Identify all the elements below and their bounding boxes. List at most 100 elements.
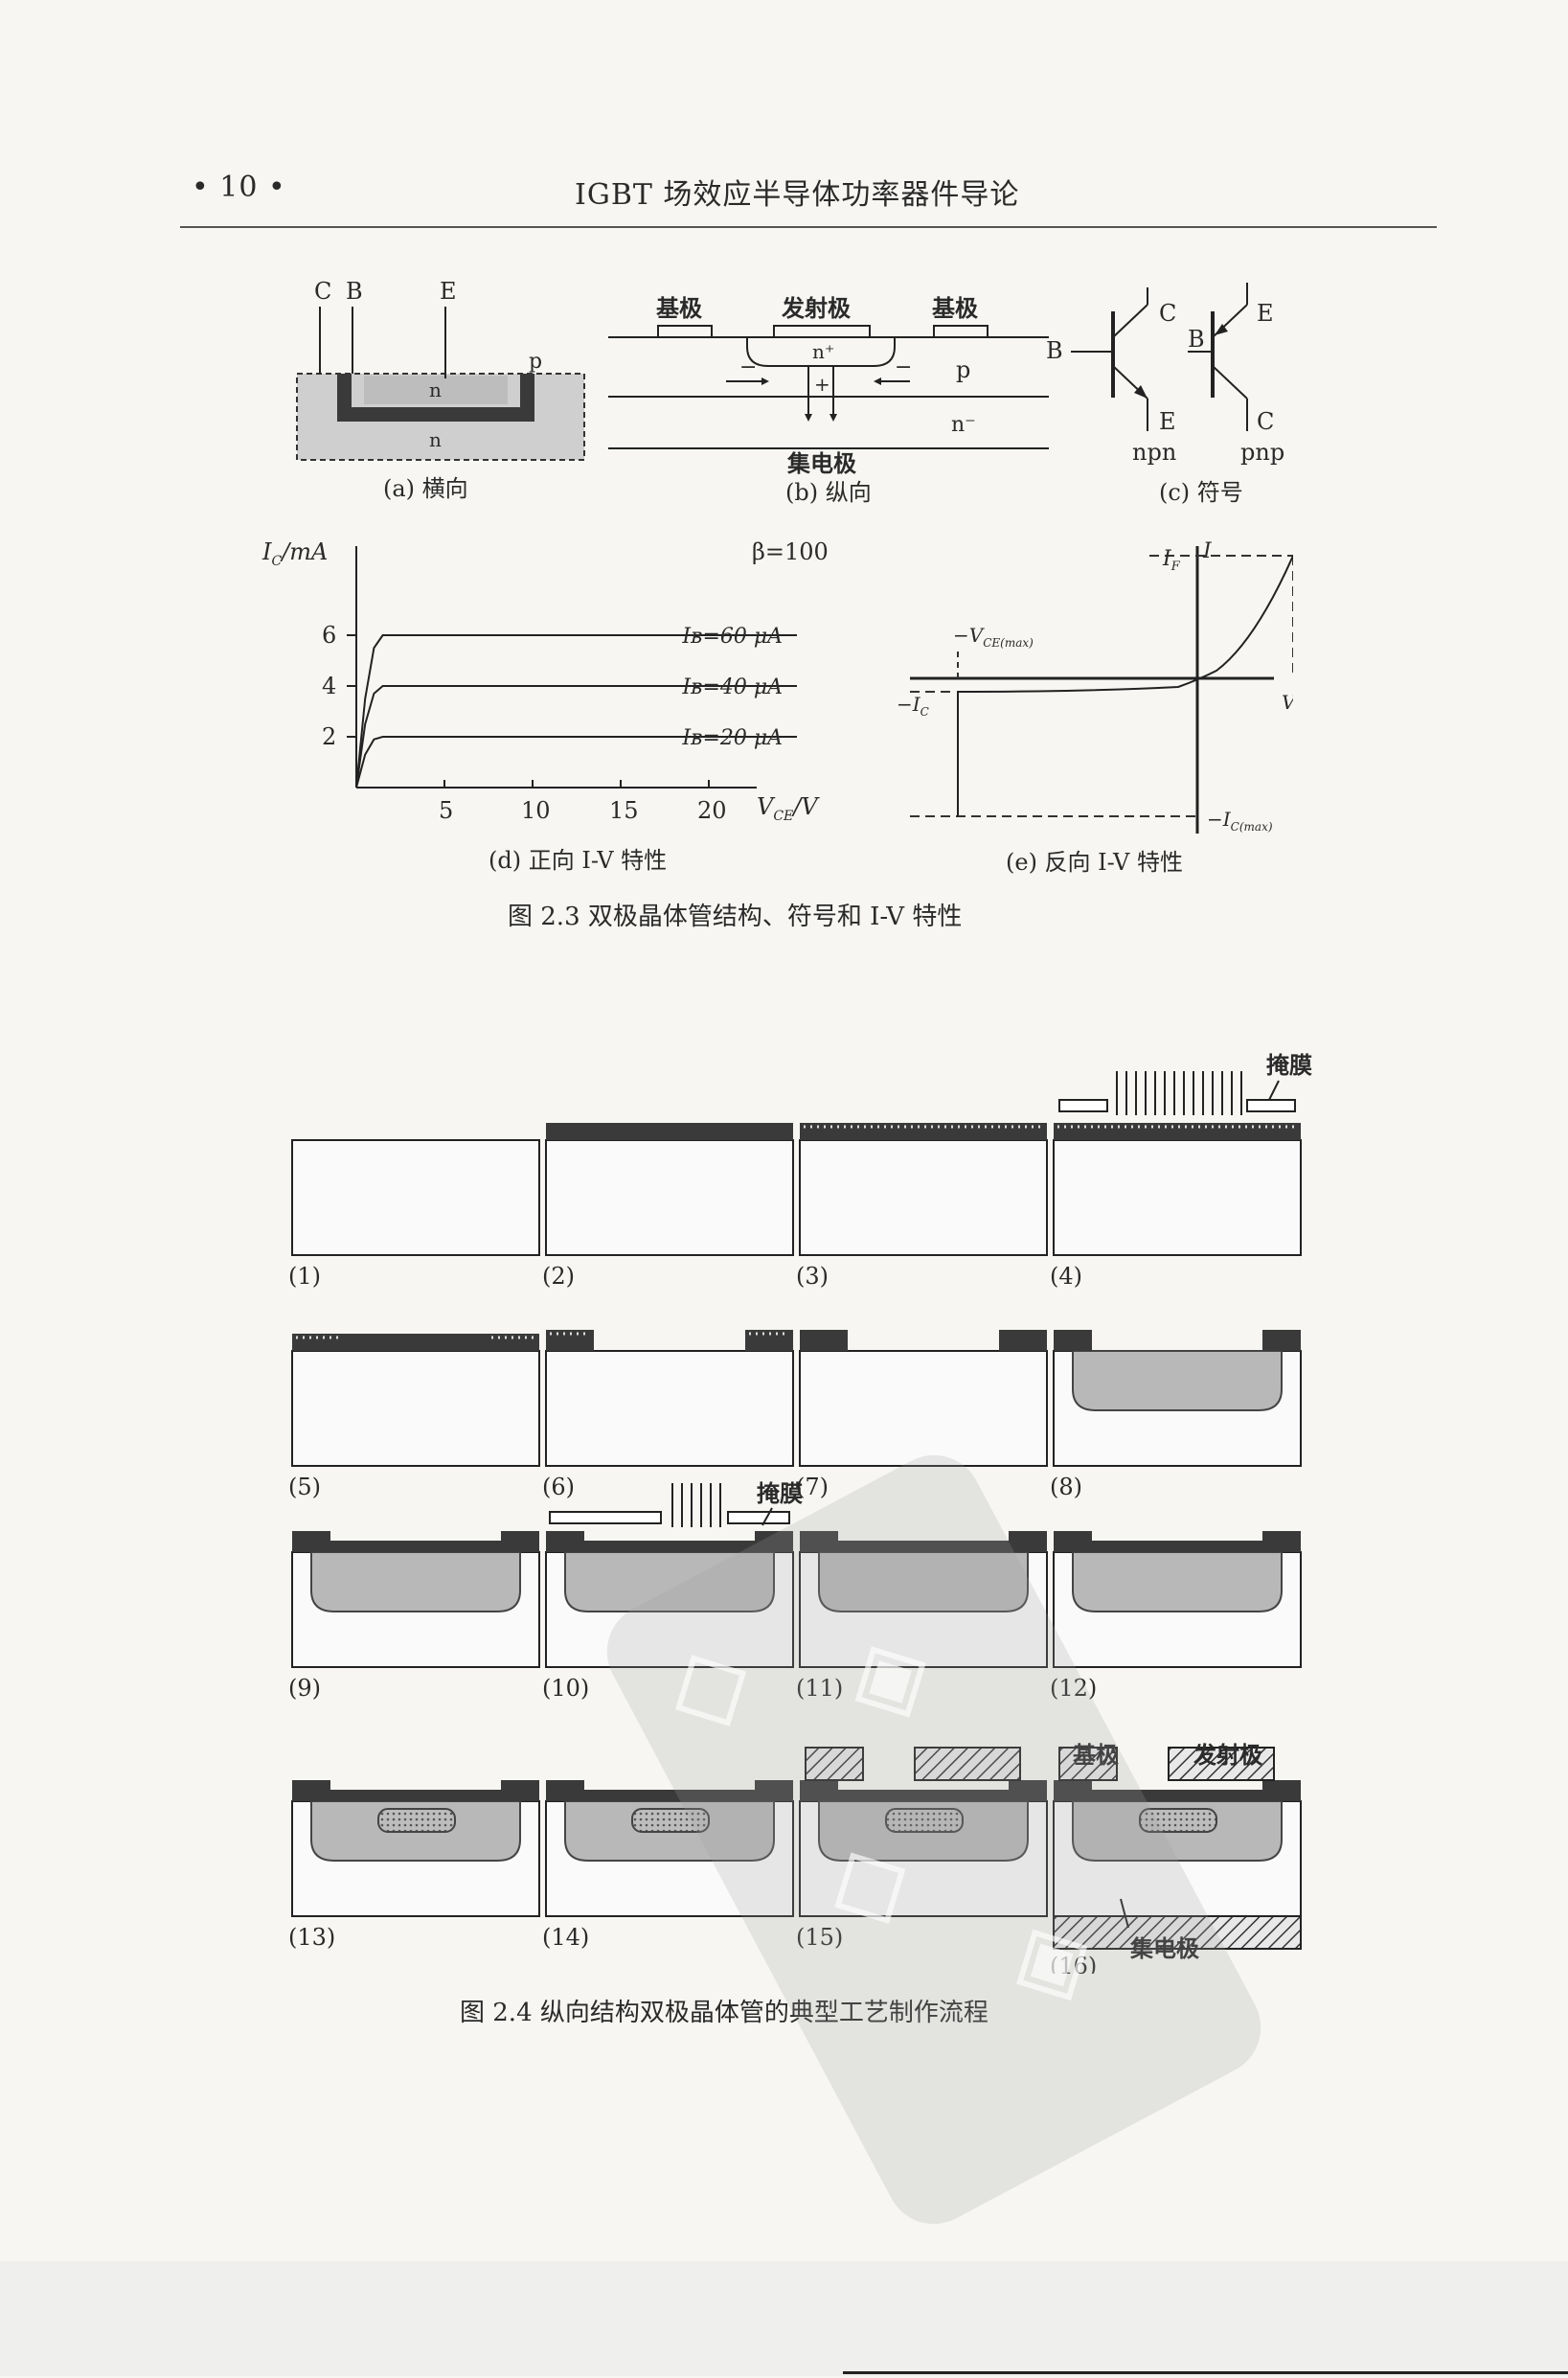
oxide-layer [800, 1123, 1047, 1140]
collector-metal-contact [1053, 1915, 1302, 1950]
oxide-step-left [1054, 1531, 1092, 1552]
wafer-substrate [799, 1350, 1048, 1467]
base-diffusion [818, 1551, 1029, 1612]
book-title: IGBT 场效应半导体功率器件导论 [575, 178, 1020, 212]
series-label-2: Iʙ=20 μA [681, 726, 783, 750]
page-number: • 10 • [192, 171, 286, 204]
oxide-step-left [800, 1531, 838, 1552]
chart-d-ylabel: IC/mA [261, 538, 328, 569]
lateral-label-e: E [440, 278, 457, 305]
oxide-regrowth [1092, 1790, 1262, 1801]
mask-label-1: 掩膜 [1266, 1051, 1312, 1079]
vertical-base-left-label: 基极 [656, 294, 702, 322]
oxide-regrowth [330, 1541, 501, 1552]
step-label: (1) [288, 1263, 321, 1290]
figure-2-4-caption: 图 2.4 纵向结构双极晶体管的典型工艺制作流程 [460, 1999, 989, 2027]
npn-c-label: C [1159, 300, 1176, 327]
wafer-substrate [799, 1139, 1048, 1256]
chart-e-label-if: IF [1162, 547, 1181, 574]
caption-b: (b) 纵向 [785, 479, 872, 506]
wafer-substrate [1053, 1139, 1302, 1256]
pnp-e-label: E [1257, 300, 1274, 327]
base-diffusion [310, 1551, 521, 1612]
y-tick-label: 2 [322, 723, 336, 750]
series-line-1 [355, 685, 797, 789]
step-label: (5) [288, 1474, 321, 1500]
lateral-label-c: C [314, 278, 331, 305]
oxide-step-left [800, 1780, 838, 1801]
pnp-c-label: C [1257, 408, 1274, 435]
figure-c-symbols: B C E npn B E C pnp (c) 符号 [1046, 283, 1284, 506]
vertical-plus: + [814, 373, 830, 396]
vertical-collector-label: 集电极 [786, 449, 856, 477]
lateral-label-n-substrate: n [429, 428, 442, 451]
step-label: (15) [796, 1924, 843, 1951]
lateral-label-p: p [529, 350, 542, 374]
mask-label-2: 掩膜 [757, 1479, 803, 1507]
chart-e-label-ic: −IC [897, 693, 929, 719]
oxide-step-left [292, 1780, 330, 1801]
base-diffusion [564, 1551, 775, 1612]
oxide-step-right [755, 1531, 793, 1552]
page-bottom-band [0, 2261, 1568, 2376]
x-tick-label: 20 [697, 797, 727, 824]
figure-2-4-process-flow: (1)(2)(3)(4)(5)(6)(7)(8)(9)(10)(11)(12)(… [288, 1051, 1312, 1974]
chart-e-label-icmax: −IC(max) [1207, 808, 1273, 834]
oxide-window-right [999, 1330, 1047, 1351]
npn-e-label: E [1159, 408, 1176, 435]
oxide-regrowth [584, 1790, 755, 1801]
vertical-base-right-label: 基极 [932, 294, 978, 322]
base-diffusion [1072, 1551, 1283, 1612]
oxide-step-right [1009, 1531, 1047, 1552]
oxide-step-left [1054, 1330, 1092, 1351]
base-metal-contact [805, 1747, 864, 1781]
chart-e-curve [957, 555, 1293, 816]
oxide-regrowth [330, 1790, 501, 1801]
oxide-layer [1054, 1123, 1301, 1140]
oxide-regrowth [584, 1541, 755, 1552]
step-label: (14) [542, 1924, 589, 1951]
base-diffusion [1072, 1350, 1283, 1411]
chart-reverse-iv: IF I −VCE(max) −IC VF −IC(max) (e) 反向 I-… [897, 539, 1293, 876]
oxide-step-left [1054, 1780, 1092, 1801]
lateral-label-b: B [346, 278, 363, 305]
chart-d-beta: β=100 [752, 538, 829, 565]
mask-left [549, 1511, 662, 1524]
npn-b-label: B [1046, 337, 1063, 364]
wafer-substrate [545, 1139, 794, 1256]
oxide-step-right [501, 1780, 539, 1801]
caption-d: (d) 正向 I-V 特性 [489, 847, 667, 874]
vertical-nminus-label: n⁻ [951, 413, 976, 437]
vertical-nplus-label: n⁺ [812, 340, 834, 363]
base-metal-contact [1058, 1747, 1118, 1781]
caption-e: (e) 反向 I-V 特性 [1006, 849, 1183, 876]
oxide-step-right [1262, 1780, 1301, 1801]
vertical-p-label: p [956, 356, 970, 383]
step-label: (11) [796, 1675, 843, 1702]
oxide-step-right [755, 1780, 793, 1801]
oxide-step-right [1262, 1531, 1301, 1552]
emitter-contact-label: 发射极 [1193, 1741, 1262, 1769]
step-label: (9) [288, 1675, 321, 1702]
step-label: (7) [796, 1474, 829, 1500]
chart-e-label-i: I [1202, 539, 1213, 563]
emitter-metal-contact [1168, 1747, 1275, 1781]
caption-a: (a) 横向 [383, 475, 468, 502]
chart-d-xlabel: VCE/V [757, 793, 820, 824]
step-label: (8) [1050, 1474, 1082, 1500]
mask-right [727, 1511, 790, 1524]
vertical-minus-left: − [739, 355, 757, 379]
step-label: (13) [288, 1924, 335, 1951]
chart-e-label-vf: VF [1282, 691, 1293, 717]
y-tick-label: 4 [322, 673, 336, 699]
lateral-label-n-emitter: n [429, 378, 442, 401]
vertical-minus-right: − [895, 355, 912, 379]
oxide-regrowth [1092, 1541, 1262, 1552]
oxide-step-left [546, 1780, 584, 1801]
emitter-metal-contact [914, 1747, 1021, 1781]
emitter-diffusion [1139, 1808, 1217, 1833]
vertical-emitter-label: 发射极 [781, 294, 851, 322]
step-label: (3) [796, 1263, 829, 1290]
step-label: (16) [1050, 1953, 1097, 1974]
